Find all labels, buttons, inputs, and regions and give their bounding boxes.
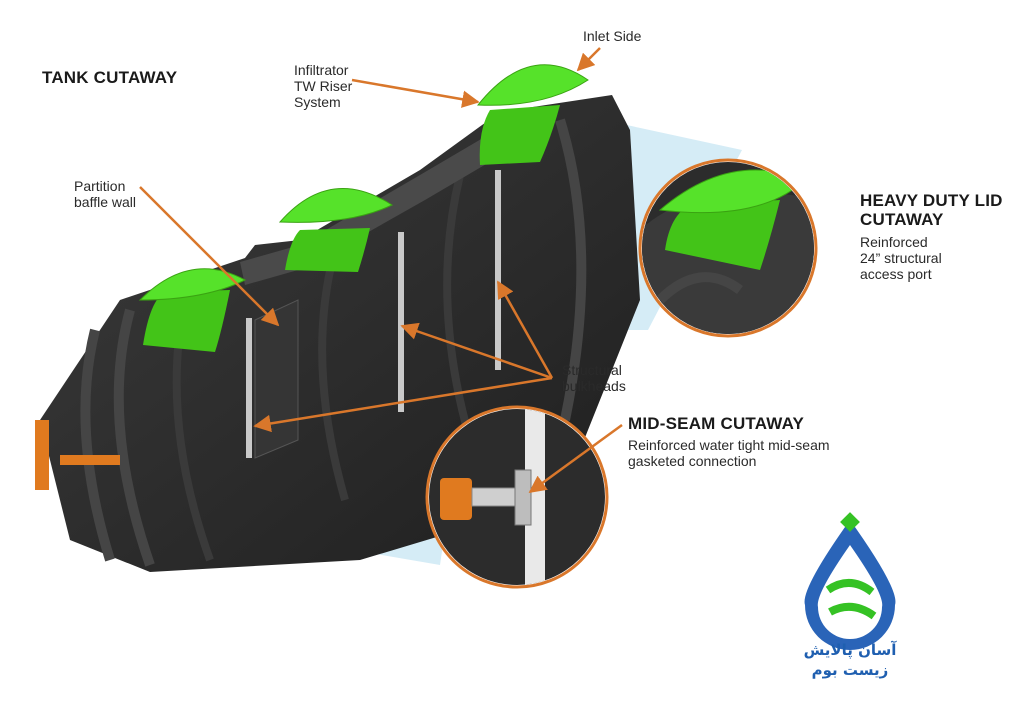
baffle-label-line: Partition: [74, 178, 126, 194]
lid-text-line: access port: [860, 266, 932, 282]
riser-arrow: [351, 78, 480, 108]
bulkhead: [398, 232, 404, 412]
mid-seam-cutaway-circle: [425, 405, 609, 589]
bulkhead-arrow: [253, 376, 553, 433]
bulkheads-label: Structural bulkheads: [562, 362, 626, 394]
riser-label-line: Infiltrator: [294, 62, 349, 78]
baffle-arrow: [139, 186, 280, 327]
inlet-side-arrow: [576, 47, 601, 72]
lid-heading-line: HEAVY DUTY LID: [860, 191, 1003, 210]
riser-lid: [278, 188, 394, 272]
seam-arrow: [528, 423, 623, 494]
bulkheads-label-line: Structural: [562, 362, 622, 378]
page-title: TANK CUTAWAY: [42, 68, 178, 87]
bulkheads-label-line: bulkheads: [562, 378, 626, 394]
seam-callout-heading: MID-SEAM CUTAWAY: [628, 414, 805, 433]
seam-callout-text: Reinforced water tight mid-seam gasketed…: [628, 437, 830, 469]
bulkhead-arrow: [496, 280, 554, 379]
logo-text: آسان پالایش زیست بوم: [800, 640, 900, 680]
riser-lid: [476, 64, 589, 165]
riser-label-line: TW Riser: [294, 78, 353, 94]
baffle-label: Partition baffle wall: [74, 178, 136, 210]
heavy-duty-lid-cutaway-circle: [638, 158, 818, 338]
riser-label: Infiltrator TW Riser System: [294, 62, 352, 110]
lid-text-line: 24” structural: [860, 250, 942, 266]
lid-heading-line: CUTAWAY: [860, 210, 944, 229]
inlet-side-label: Inlet Side: [583, 28, 642, 44]
logo-text-line: آسان پالایش: [803, 641, 897, 659]
lid-text-line: Reinforced: [860, 234, 928, 250]
bulkhead: [495, 170, 501, 370]
leader-arrows: [139, 47, 623, 494]
seam-text-line: Reinforced water tight mid-seam: [628, 437, 830, 453]
logo-text-line: زیست بوم: [811, 661, 889, 679]
riser-label-line: System: [294, 94, 341, 110]
bulkhead: [246, 318, 252, 458]
mid-seam-gasket: [35, 420, 49, 490]
lid-callout-text: Reinforced 24” structural access port: [860, 234, 942, 282]
bulkhead-arrow: [400, 322, 553, 380]
company-logo: [804, 512, 896, 650]
baffle-label-line: baffle wall: [74, 194, 137, 210]
seam-text-line: gasketed connection: [628, 453, 757, 469]
lid-callout-heading: HEAVY DUTY LID CUTAWAY: [860, 191, 1003, 229]
riser-lid: [138, 268, 247, 352]
